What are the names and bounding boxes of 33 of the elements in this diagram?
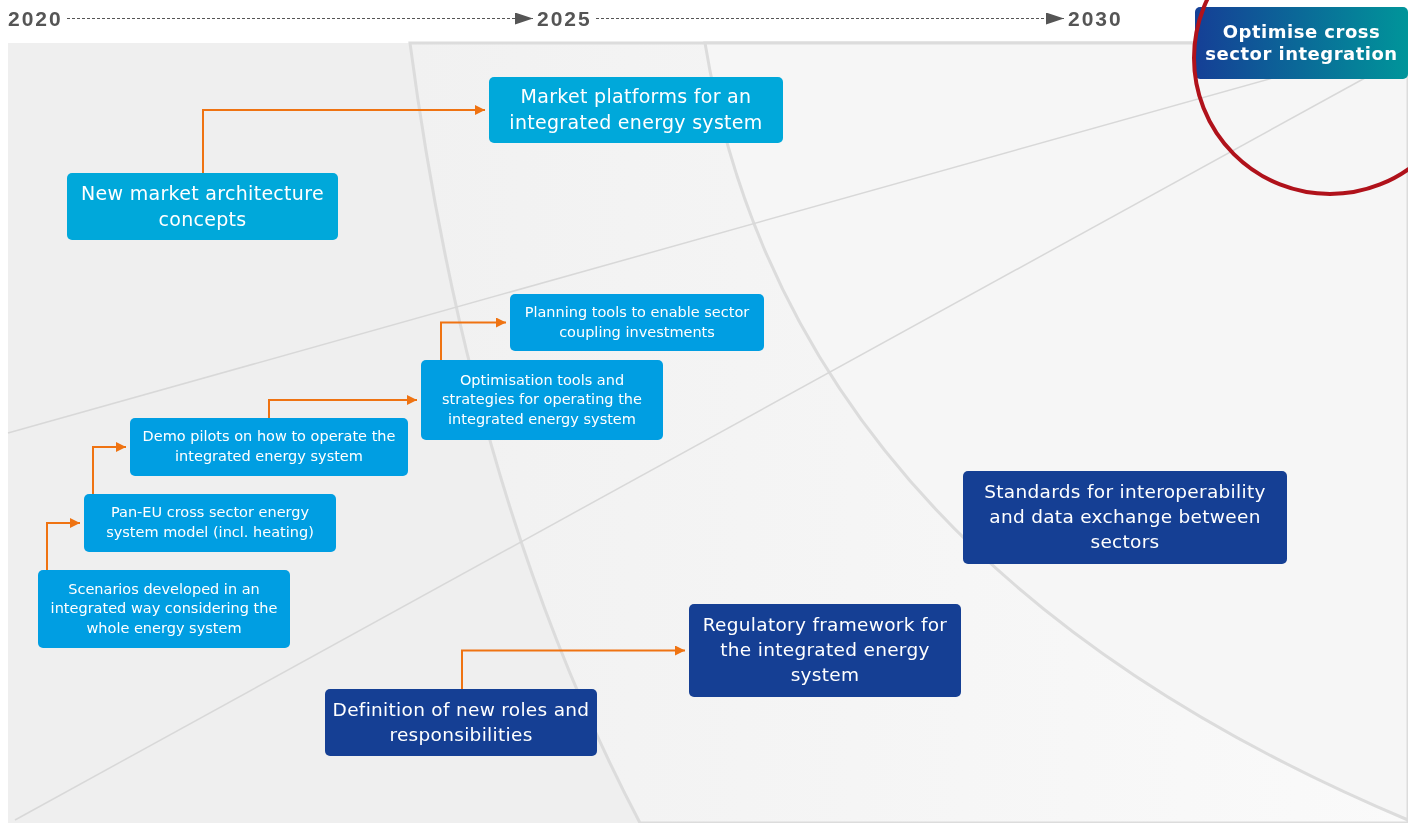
box-label: Scenarios developed in an integrated way considering the whole energy system	[49, 579, 279, 638]
box-label: Demo pilots on how to operate the integrated energy system	[141, 427, 397, 466]
arrow	[92, 442, 127, 495]
roadmap-box	[489, 77, 783, 143]
box-label: Optimisation tools and strategies for operating the integrated energy system	[441, 370, 643, 429]
box-label: Definition of new roles and responsibilities	[331, 697, 591, 747]
roadmap-box	[421, 360, 663, 440]
arrow	[202, 105, 486, 174]
box-label: New market architecture concepts	[80, 180, 325, 232]
arrow	[595, 12, 1065, 25]
year-label: 2030	[1068, 8, 1123, 29]
arrow	[66, 12, 534, 25]
arrow	[268, 395, 418, 419]
box-label: Optimise cross sector integration	[1204, 21, 1399, 65]
roadmap-box	[67, 173, 338, 240]
box-label: Pan-EU cross sector energy system model (incl. heating)	[105, 503, 315, 542]
box-label: Planning tools to enable sector coupling investments	[523, 302, 751, 342]
arrow	[46, 518, 81, 571]
box-label: Market platforms for an integrated energy system	[508, 84, 764, 135]
arrow	[440, 317, 507, 361]
goal-box	[1195, 7, 1408, 79]
roadmap-box	[963, 471, 1287, 564]
roadmap-box	[130, 418, 408, 476]
box-label: Regulatory framework for the integrated energy system	[701, 613, 949, 687]
box-label: Standards for interoperability and data exchange between sectors	[983, 480, 1267, 554]
roadmap-box	[325, 689, 597, 756]
roadmap-box	[38, 570, 290, 648]
year-label: 2025	[537, 8, 592, 29]
arrow	[461, 645, 686, 690]
roadmap-box	[84, 494, 336, 552]
roadmap-box	[689, 604, 961, 697]
roadmap-box	[510, 294, 764, 351]
year-label: 2020	[8, 8, 63, 29]
